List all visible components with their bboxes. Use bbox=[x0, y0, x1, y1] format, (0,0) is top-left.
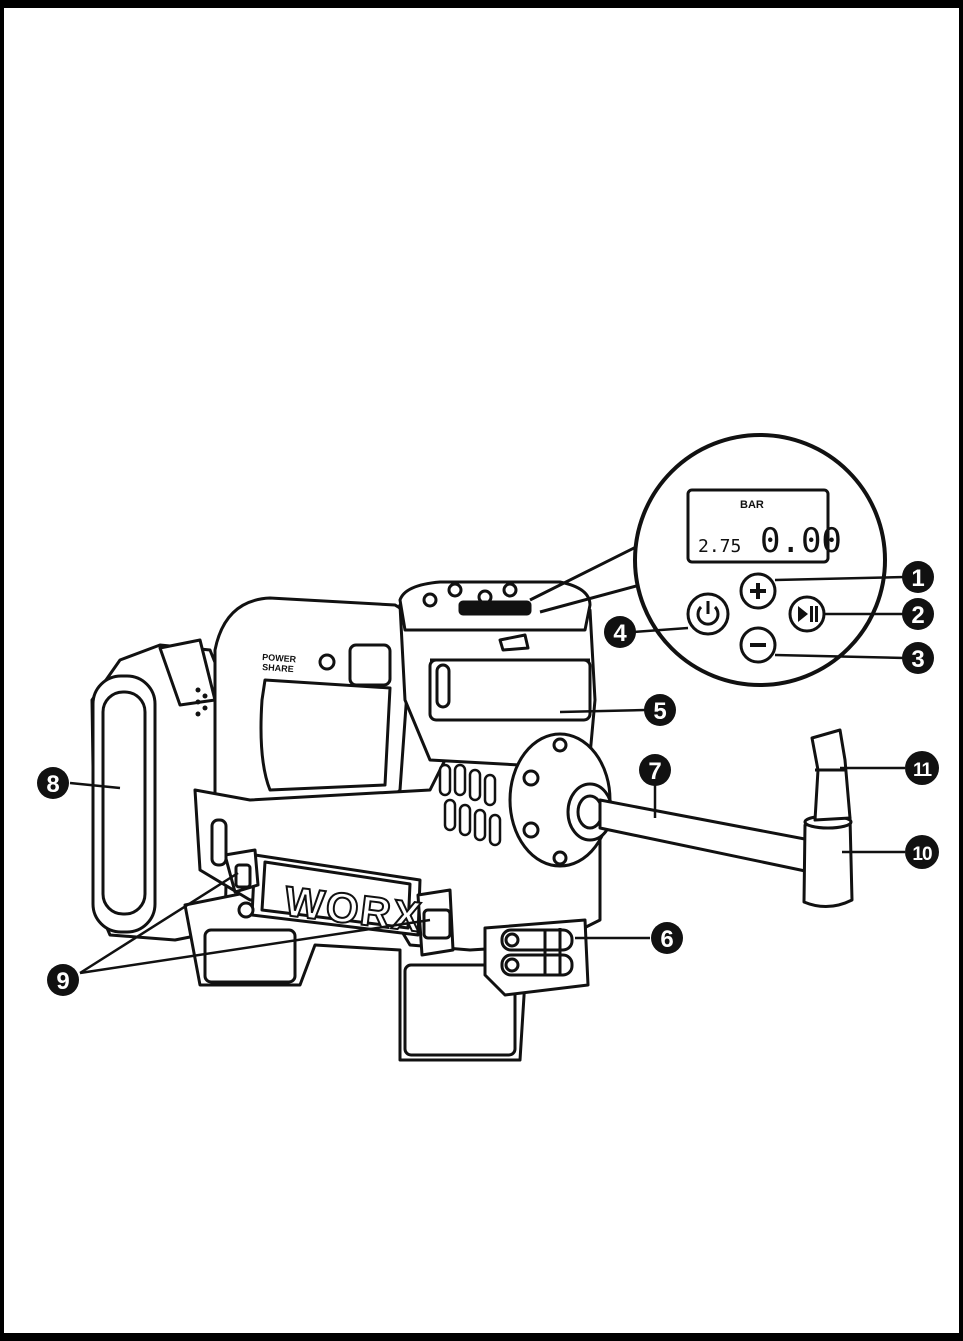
battery-vent-dots bbox=[195, 687, 208, 717]
strap-latch-left bbox=[223, 848, 260, 894]
callout-5-label: 5 bbox=[653, 698, 666, 725]
callout-9-label: 9 bbox=[56, 968, 69, 995]
callout-6-label: 6 bbox=[660, 926, 673, 953]
lcd-unit: BAR bbox=[740, 499, 764, 511]
callout-1-label: 1 bbox=[911, 565, 924, 592]
callout-8-label: 8 bbox=[46, 771, 59, 798]
callout-10: 10 bbox=[905, 835, 939, 869]
callout-5: 5 bbox=[644, 694, 676, 726]
callout-8: 8 bbox=[37, 767, 69, 799]
callout-7-label: 7 bbox=[648, 758, 661, 785]
plus-button[interactable] bbox=[739, 572, 777, 610]
callout-1: 1 bbox=[902, 561, 934, 593]
bottom-bar bbox=[0, 1333, 963, 1341]
lcd-display: BAR 2.75 0.00 bbox=[686, 488, 842, 564]
nozzle-adapter bbox=[802, 814, 854, 908]
plus-icon bbox=[750, 583, 766, 599]
callout-7: 7 bbox=[639, 754, 671, 786]
strap-latch-right bbox=[416, 888, 455, 957]
clamp-lever bbox=[810, 728, 852, 822]
lcd-current-value: 0.00 bbox=[760, 521, 842, 561]
battery-pack bbox=[90, 638, 232, 942]
callout-4: 4 bbox=[604, 616, 636, 648]
power-icon bbox=[696, 601, 720, 626]
callout-4-label: 4 bbox=[613, 620, 627, 647]
leader-lines bbox=[69, 575, 906, 975]
accessory-storage bbox=[483, 918, 590, 997]
play-pause-icon bbox=[798, 606, 818, 622]
vent-grille bbox=[438, 763, 502, 847]
minus-button[interactable] bbox=[739, 626, 777, 664]
callout-2: 2 bbox=[902, 598, 934, 630]
play-pause-button[interactable] bbox=[788, 595, 826, 633]
lcd-preset-value: 2.75 bbox=[698, 536, 741, 557]
callout-10-label: 10 bbox=[912, 844, 932, 865]
powershare-badge-line2: SHARE bbox=[262, 662, 294, 674]
handle-opening bbox=[259, 678, 392, 792]
powershare-badge-line1: POWER bbox=[262, 652, 297, 664]
inflator-drawing bbox=[90, 580, 854, 1062]
power-button[interactable] bbox=[686, 592, 730, 636]
callout-3: 3 bbox=[902, 642, 934, 674]
callout-9: 9 bbox=[47, 964, 79, 996]
hose bbox=[598, 798, 812, 874]
top-bar bbox=[0, 0, 963, 8]
callout-2-label: 2 bbox=[911, 602, 924, 629]
callout-3-label: 3 bbox=[911, 646, 924, 673]
logo-plate bbox=[250, 853, 422, 937]
callout-6: 6 bbox=[651, 922, 683, 954]
zoom-callout: BAR 2.75 0.00 bbox=[529, 433, 887, 687]
callout-11: 11 bbox=[905, 751, 939, 785]
callout-11-label: 11 bbox=[913, 760, 933, 781]
